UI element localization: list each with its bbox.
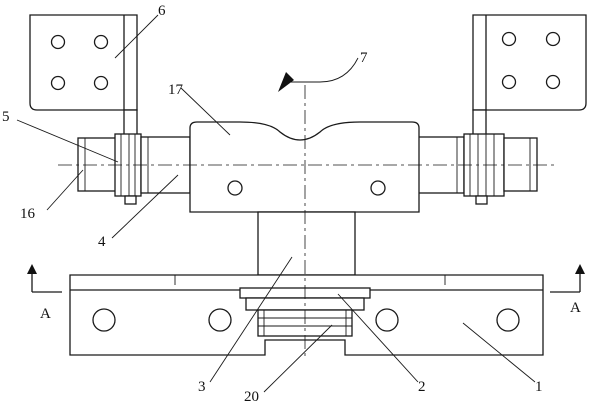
left-mounting-plate — [29, 14, 138, 136]
label-7: 7 — [360, 50, 368, 66]
label-4: 4 — [98, 234, 106, 250]
section-marker-right — [550, 264, 585, 293]
right-mounting-plate — [472, 14, 587, 136]
section-label-left: A — [40, 306, 51, 322]
label-17: 17 — [168, 82, 184, 98]
centre-lines — [58, 85, 557, 360]
label-2: 2 — [418, 379, 426, 395]
rotation-arrow — [278, 57, 359, 92]
section-label-right: A — [570, 300, 581, 316]
right-shaft-assembly — [417, 133, 538, 205]
leader-lines — [16, 14, 536, 393]
central-housing — [189, 121, 420, 213]
label-20: 20 — [244, 389, 259, 405]
section-marker-left — [27, 264, 62, 293]
reference-numerals: 6 7 17 5 16 4 3 20 2 1 A A — [2, 3, 581, 405]
vertical-stem — [257, 211, 356, 276]
label-16: 16 — [20, 206, 36, 222]
label-1: 1 — [535, 379, 543, 395]
label-6: 6 — [158, 3, 166, 19]
label-5: 5 — [2, 109, 10, 125]
left-shaft-assembly — [77, 133, 191, 205]
label-3: 3 — [198, 379, 206, 395]
